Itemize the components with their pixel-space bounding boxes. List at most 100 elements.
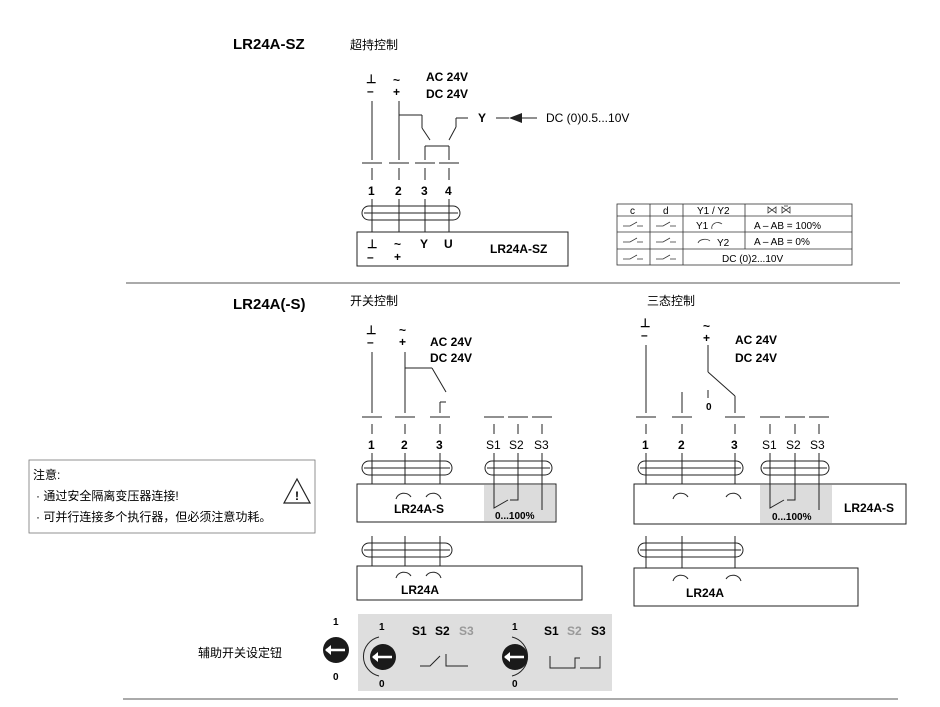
sz-terminal-3: 3: [421, 184, 428, 198]
aux-setting-panel: [358, 614, 612, 691]
tristate-plus-symbol: +: [703, 331, 710, 345]
set-a-contact: [420, 654, 468, 667]
sz-tilde-symbol: ~: [393, 73, 400, 87]
switch-tilde-symbol: ~: [399, 323, 406, 337]
table-row1-text: A – AB = 100%: [754, 221, 821, 232]
table-row2-y: Y2: [717, 238, 730, 249]
sz-box-tilde: ~: [394, 237, 401, 251]
aux-setting-label: 辅助开关设定钮: [198, 645, 282, 660]
tristate-rotation-cw-icon: [672, 492, 689, 500]
switch-a-rotation-cw-icon: [395, 571, 412, 579]
switch-terminal-1: 1: [368, 438, 375, 452]
sz-terminal-4: 4: [445, 184, 452, 198]
sz-y-label: Y: [478, 111, 486, 125]
tristate-box-a-model: LR24A: [686, 586, 724, 600]
set-b-s2: S2: [567, 624, 582, 638]
sz-ground-symbol: ⊥: [366, 72, 376, 86]
tristate-terminal-3: 3: [731, 438, 738, 452]
sz-box-u: U: [444, 237, 453, 251]
switch-plus-symbol: +: [399, 335, 406, 349]
warning-icon: !: [282, 477, 312, 504]
switch-actuator-box-a: [356, 565, 583, 601]
svg-text:0: 0: [379, 679, 385, 690]
tristate-ground-symbol: ⊥: [640, 316, 650, 330]
note-line-1: · 通过安全隔离变压器连接!: [36, 488, 179, 503]
switch-aux-contact: [493, 484, 543, 510]
tristate-zero-label: 0: [706, 402, 712, 413]
sz-wiring: [361, 101, 537, 232]
svg-text:1: 1: [379, 622, 385, 633]
tristate-aux-s2: S2: [786, 438, 801, 452]
table-header-d: d: [663, 206, 669, 217]
sz-supply-symbols: ⊥ – ~ + AC 24V DC 24V: [366, 70, 468, 101]
tristate-terminal-2: 2: [678, 438, 685, 452]
rotation-ccw-icon: [711, 222, 723, 230]
switch-rotation-ccw-icon: [425, 492, 442, 500]
tristate-actuator-box-a: [633, 567, 859, 607]
sz-model-title: LR24A-SZ: [233, 36, 305, 53]
switch-lr24a-wiring: [361, 536, 453, 566]
switch-terminal-2: 2: [401, 438, 408, 452]
svg-text:0: 0: [333, 672, 339, 683]
sz-box-plus: +: [394, 250, 401, 264]
switch-model-title: LR24A(-S): [233, 296, 306, 313]
switch-actuator-box-s: [356, 483, 557, 523]
switch-aux-s2: S2: [509, 438, 524, 452]
switch-subtitle: 开关控制: [350, 294, 398, 308]
sz-terminal-2: 2: [395, 184, 402, 198]
sz-supply-dc: DC 24V: [426, 87, 468, 101]
switch-aux-s1: S1: [486, 438, 501, 452]
switch-a-rotation-ccw-icon: [425, 571, 442, 579]
switch-wiring: [361, 352, 553, 484]
tristate-terminal-1: 1: [642, 438, 649, 452]
aux-knob-set-b-icon: 1 0: [502, 622, 528, 690]
tristate-box-s-model: LR24A-S: [844, 501, 894, 515]
tristate-aux-s1: S1: [762, 438, 777, 452]
tristate-supply-dc: DC 24V: [735, 351, 777, 365]
tristate-aux-contact: [769, 484, 820, 510]
tristate-rotation-ccw-icon: [725, 492, 742, 500]
switch-box-s-model: LR24A-S: [394, 502, 444, 516]
switch-aux-area: [484, 485, 555, 521]
aux-knob-set-a-icon: 1 0: [363, 622, 396, 690]
switch-aux-s3: S3: [534, 438, 549, 452]
svg-text:0: 0: [512, 679, 518, 690]
tristate-a-rotation-ccw-icon: [725, 574, 742, 582]
sz-plus-symbol: +: [393, 85, 400, 99]
tristate-aux-area: [760, 485, 832, 523]
set-a-s1: S1: [412, 624, 427, 638]
sz-subtitle: 超持控制: [350, 37, 398, 52]
sz-terminal-1: 1: [368, 184, 375, 198]
aux-knob-icon: 1 0: [323, 617, 349, 683]
tristate-range: 0...100%: [772, 512, 812, 523]
tristate-supply-ac: AC 24V: [735, 333, 777, 347]
set-b-contact: [549, 656, 601, 669]
svg-text:1: 1: [333, 617, 339, 628]
tristate-subtitle: 三态控制: [647, 294, 695, 308]
svg-text:!: !: [295, 489, 299, 503]
table-row1-y: Y1: [696, 221, 709, 232]
tristate-aux-s3: S3: [810, 438, 825, 452]
tristate-lr24a-wiring: [637, 536, 744, 568]
switch-minus-symbol: –: [367, 335, 374, 349]
tristate-wiring: [636, 345, 830, 484]
set-b-s1: S1: [544, 624, 559, 638]
set-a-s2: S2: [435, 624, 450, 638]
sz-box-ground: ⊥: [367, 237, 377, 251]
switch-symbols: [623, 221, 676, 260]
set-b-s3: S3: [591, 624, 606, 638]
table-row3-text: DC (0)2...10V: [722, 254, 783, 265]
sz-supply-ac: AC 24V: [426, 70, 468, 84]
table-row2-text: A – AB = 0%: [754, 237, 810, 248]
note-title: 注意:: [33, 467, 60, 482]
tristate-minus-symbol: –: [641, 328, 648, 342]
switch-box-a-model: LR24A: [401, 583, 439, 597]
sz-signal-label: DC (0)0.5...10V: [546, 111, 629, 125]
sz-box-minus: –: [367, 250, 374, 264]
switch-range: 0...100%: [495, 511, 535, 522]
note-line-2: · 可并行连接多个执行器，但必须注意功耗。: [36, 509, 271, 524]
table-header-c: c: [630, 206, 635, 217]
sz-box-y: Y: [420, 237, 428, 251]
sz-actuator-box: [356, 231, 569, 267]
